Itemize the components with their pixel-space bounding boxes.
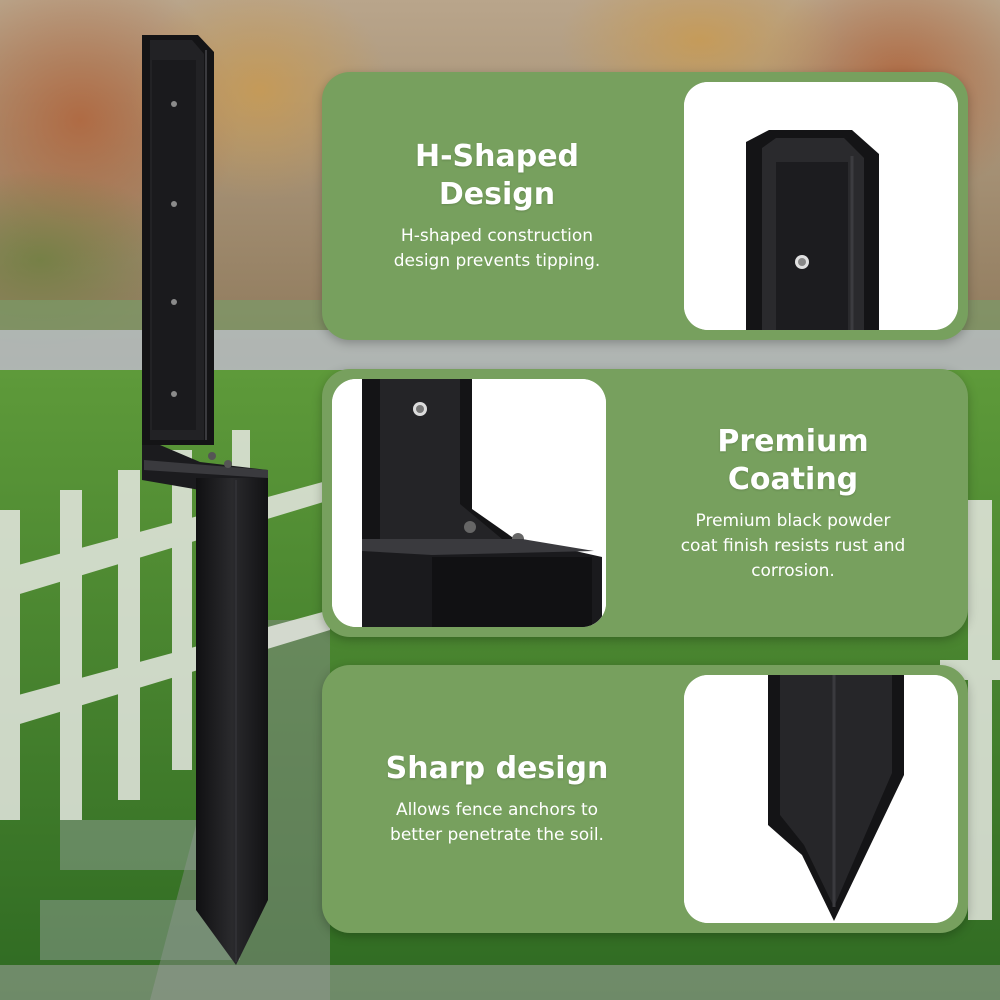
h-shape-closeup [684,82,958,330]
feature-title: Premium Coating [717,423,869,497]
fence-anchor-product [142,35,268,965]
feature-title: H-Shaped Design [414,139,580,212]
feature-text-h-shaped: H-Shaped Design H-shaped construction de… [332,72,662,340]
coating-closeup [332,379,606,627]
feature-description: Premium black powder coat finish resists… [680,510,906,581]
feature-title: Sharp design [385,751,609,786]
feature-card-sharp-design: Sharp design Allows fence anchors to bet… [322,665,968,933]
feature-description: Allows fence anchors to better penetrate… [390,800,604,845]
sharp-tip-closeup [684,675,958,923]
feature-text-sharp-design: Sharp design Allows fence anchors to bet… [332,665,662,933]
feature-text-premium-coating: Premium Coating Premium black powder coa… [628,369,958,637]
feature-description: H-shaped construction design prevents ti… [393,226,601,271]
feature-card-h-shaped: H-Shaped Design H-shaped construction de… [322,72,968,340]
feature-card-premium-coating: Premium Coating Premium black powder coa… [322,369,968,637]
